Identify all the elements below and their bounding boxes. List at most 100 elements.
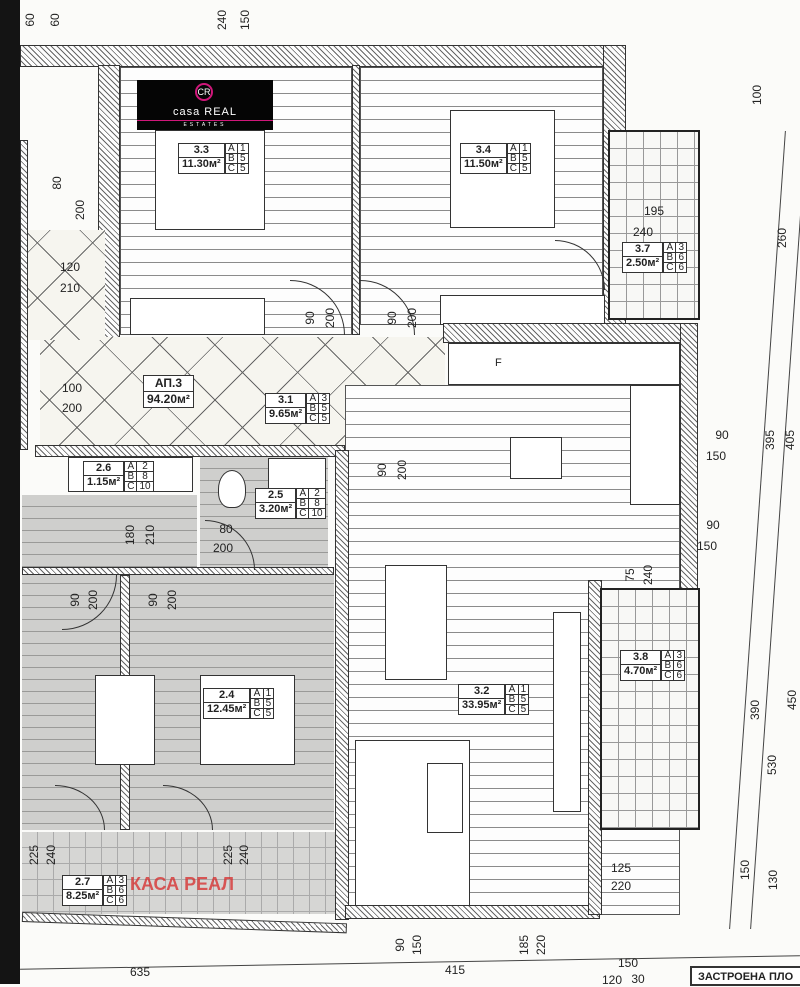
wardrobe-3-3 [130, 298, 265, 335]
dimension-label: 390 [748, 699, 762, 721]
casa-real-logo: CR casa REAL ESTATES [137, 80, 273, 130]
code-c: 5 [318, 413, 330, 424]
dimension-label: 100 [750, 84, 764, 106]
code-c: 10 [308, 508, 326, 519]
code-a: 3 [115, 875, 127, 886]
room-number: 3.2 [474, 685, 490, 697]
dimension-label: 125 [610, 861, 632, 875]
dimension-label: 240 [215, 9, 229, 31]
dimension-label: 60 [48, 13, 62, 27]
dimension-label: 240 [44, 844, 58, 866]
dimension-label: 220 [610, 879, 632, 893]
wall-kitchen-right [680, 323, 698, 593]
wall-hall-bottom [35, 445, 345, 457]
room-area: 1.15м² [84, 475, 124, 489]
code-a: 3 [318, 393, 330, 404]
wall-living-bottom [345, 905, 600, 919]
dimension-label: 90 [385, 311, 399, 325]
dimension-label: 200 [212, 541, 234, 555]
code-a: 2 [308, 488, 326, 499]
dimension-label: 180 [123, 524, 137, 546]
code-b: 5 [236, 153, 249, 164]
code-a: 1 [236, 143, 249, 154]
corridor-2 [22, 495, 197, 567]
dimension-label: 75 [623, 568, 637, 582]
code-a: 1 [517, 684, 530, 695]
code-a: 1 [518, 143, 531, 154]
dimension-label: 150 [738, 859, 752, 881]
room-number: 2.5 [267, 489, 284, 501]
room-number: 3.1 [277, 394, 294, 406]
dimension-label: 220 [534, 934, 548, 956]
apartment-label: АП.3 94.20м² [143, 375, 194, 408]
code-c: 5 [262, 708, 275, 719]
dimension-label: 80 [219, 522, 233, 536]
wardrobe-3-4 [440, 295, 605, 325]
fridge-label: F [495, 357, 502, 369]
dimension-label: 210 [143, 524, 157, 546]
code-a: 1 [262, 688, 275, 699]
dimension-label: 130 [766, 869, 780, 891]
dimension-label: 185 [517, 934, 531, 956]
dimension-label: 450 [785, 689, 799, 711]
dimension-label: 120 [601, 973, 623, 987]
code-b: 6 [115, 885, 127, 896]
dimension-label: 395 [763, 429, 777, 451]
wall-bedroom-2-4-top [22, 567, 334, 575]
watermark: КАСА РЕАЛ [130, 874, 234, 894]
room-area: 33.95м² [459, 698, 505, 712]
room-number: 3.8 [632, 651, 649, 663]
wall-curved-bottom [21, 912, 347, 934]
dining-table [385, 565, 447, 680]
dimension-label: 150 [705, 449, 727, 463]
dimension-label: 120 [59, 260, 81, 274]
tv-cabinet [553, 612, 581, 812]
code-c: 5 [517, 704, 530, 715]
room-area: 11.30м² [179, 157, 224, 171]
code-c: 5 [236, 163, 249, 174]
wall-between-bedrooms [352, 65, 360, 335]
wall-kitchen-top [443, 323, 698, 343]
room-number: 2.6 [95, 462, 112, 474]
dimension-label: 195 [643, 204, 665, 218]
room-area: 2.50м² [623, 256, 663, 270]
code-b: 6 [673, 660, 685, 671]
logo-monogram: CR [195, 83, 213, 101]
room-area: 11.50м² [461, 157, 506, 171]
wall-top [20, 45, 626, 67]
dimension-label: 200 [86, 589, 100, 611]
dimension-label: 150 [238, 9, 252, 31]
code-b: 5 [262, 698, 275, 709]
room-number: 2.4 [219, 689, 235, 701]
dimension-label: 90 [715, 428, 729, 442]
dimension-label: 240 [641, 564, 655, 586]
code-b: 6 [675, 252, 687, 263]
toilet-icon [218, 470, 246, 508]
logo-divider [137, 120, 273, 121]
kitchen-counter [448, 343, 680, 385]
wall-left [20, 140, 28, 450]
entry-hall [25, 230, 105, 340]
apartment-name: АП.3 [154, 376, 183, 390]
dimension-label: 90 [303, 311, 317, 325]
coffee-table [427, 763, 463, 833]
code-c: 6 [673, 670, 685, 681]
room-number: 2.7 [74, 876, 91, 888]
